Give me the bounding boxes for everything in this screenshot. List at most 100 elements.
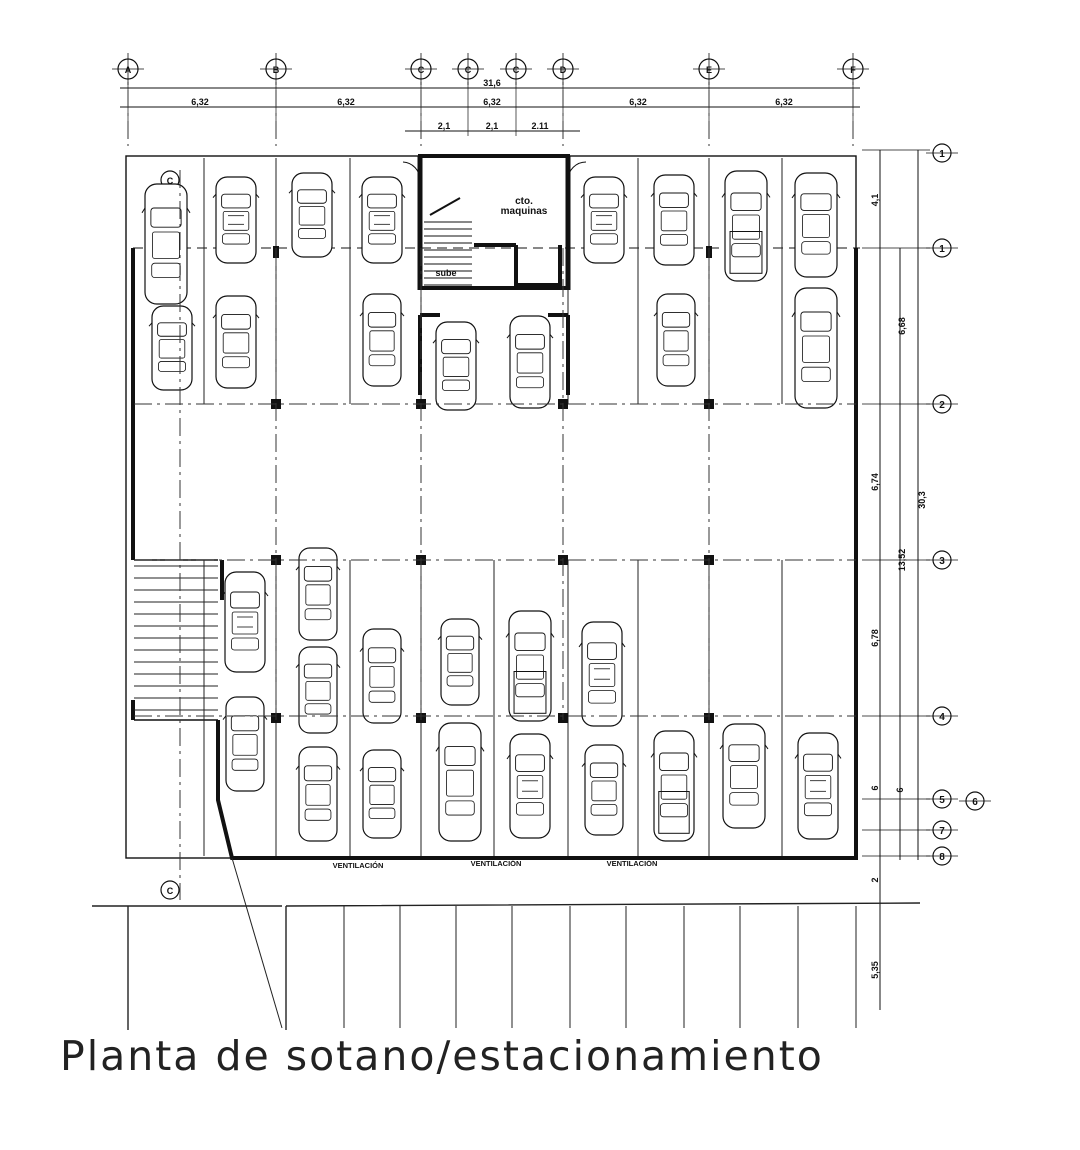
rear-window (304, 703, 332, 715)
pickup-car (721, 170, 771, 282)
mirror (222, 715, 227, 720)
roof (298, 206, 326, 226)
mirror (295, 566, 300, 571)
roof (231, 611, 259, 635)
roof (369, 784, 395, 805)
rear-window (801, 241, 831, 255)
windshield (589, 193, 619, 209)
grid-label-row-4: 4 (939, 712, 945, 723)
sedan-car (288, 172, 336, 258)
car-body (291, 172, 333, 258)
windshield (800, 193, 832, 211)
parking-stalls (203, 158, 783, 856)
roof (516, 352, 544, 374)
sedan-car (719, 723, 769, 829)
windshield (157, 322, 187, 337)
ventilation-label-2: VENTILACIÓN (471, 859, 522, 868)
sedan-car (653, 293, 699, 387)
windshield (441, 339, 471, 355)
grid-label-row-8: 8 (939, 852, 945, 863)
roof (516, 654, 544, 680)
windshield (659, 192, 689, 208)
car-body (215, 295, 257, 389)
rear-window (804, 802, 833, 817)
dim-right-segment: 4,1 (870, 194, 880, 207)
mirror (794, 753, 799, 759)
windshield (367, 647, 397, 664)
grid-label-d: D (560, 65, 567, 75)
convertible-car (506, 733, 554, 839)
sedan-car (791, 172, 841, 278)
dim-right-segment: 6,74 (870, 473, 880, 491)
rear-window (441, 379, 470, 392)
mirror (694, 312, 699, 317)
roof (516, 775, 544, 799)
mirror (653, 312, 658, 317)
mirror (693, 192, 698, 197)
page-title: Planta de sotano/estacionamiento (60, 1032, 824, 1080)
truck-bed (513, 671, 547, 714)
rear-window (660, 233, 689, 246)
parked-cars (141, 170, 842, 842)
dim-bay: 6,32 (629, 97, 647, 107)
mirror (478, 635, 483, 640)
car-body (581, 621, 623, 727)
windshield (659, 752, 689, 772)
rear-window (231, 758, 259, 771)
rear-window (221, 356, 250, 369)
mirror (186, 207, 191, 214)
roof (446, 769, 474, 797)
mirror (580, 193, 585, 198)
car-body (362, 749, 402, 839)
rear-window (801, 366, 831, 383)
mirror (212, 193, 217, 198)
roof (369, 330, 395, 352)
roof (152, 231, 180, 259)
dim-right-segment: 6 (895, 787, 905, 792)
roof (591, 780, 617, 802)
car-body (794, 172, 838, 278)
car-body (144, 183, 188, 305)
rear-window (660, 803, 689, 818)
rear-window (446, 675, 474, 687)
convertible-car (221, 571, 269, 673)
mirror (791, 193, 796, 199)
mirror (336, 765, 341, 770)
rear-window (516, 376, 545, 389)
stair-flight (424, 221, 472, 286)
windshield (587, 642, 617, 660)
windshield (303, 663, 333, 679)
mirror (578, 642, 583, 648)
dim-sub-bay: 2.11 (531, 121, 548, 131)
car-body (722, 723, 766, 829)
mirror (336, 663, 341, 668)
truck-bed (658, 791, 690, 834)
roof (732, 214, 760, 240)
mirror (836, 311, 841, 318)
grid-label-f: F (850, 65, 856, 75)
access-ramp (134, 565, 218, 711)
mirror (791, 311, 796, 318)
dim-bay: 6,32 (191, 97, 209, 107)
sedan-car (295, 646, 341, 734)
grid-label-c: C (513, 65, 520, 75)
mirror (331, 189, 336, 194)
car-body (438, 722, 482, 842)
grid-label-row-7: 7 (939, 826, 945, 837)
windshield (221, 193, 251, 209)
roof (660, 774, 688, 800)
convertible-car (794, 732, 842, 840)
car-body (653, 174, 695, 266)
mirror (359, 767, 364, 772)
mirror (719, 744, 724, 750)
rear-window (367, 233, 396, 245)
dim-right-overall: 30,3 (917, 491, 927, 509)
sedan-car (437, 618, 483, 706)
windshield (367, 311, 397, 328)
car-body (653, 730, 695, 842)
rear-window (157, 361, 186, 372)
rear-window (662, 354, 690, 367)
mirror (141, 207, 146, 214)
rear-window (515, 683, 545, 698)
dim-right-segment: 6,78 (870, 629, 880, 647)
